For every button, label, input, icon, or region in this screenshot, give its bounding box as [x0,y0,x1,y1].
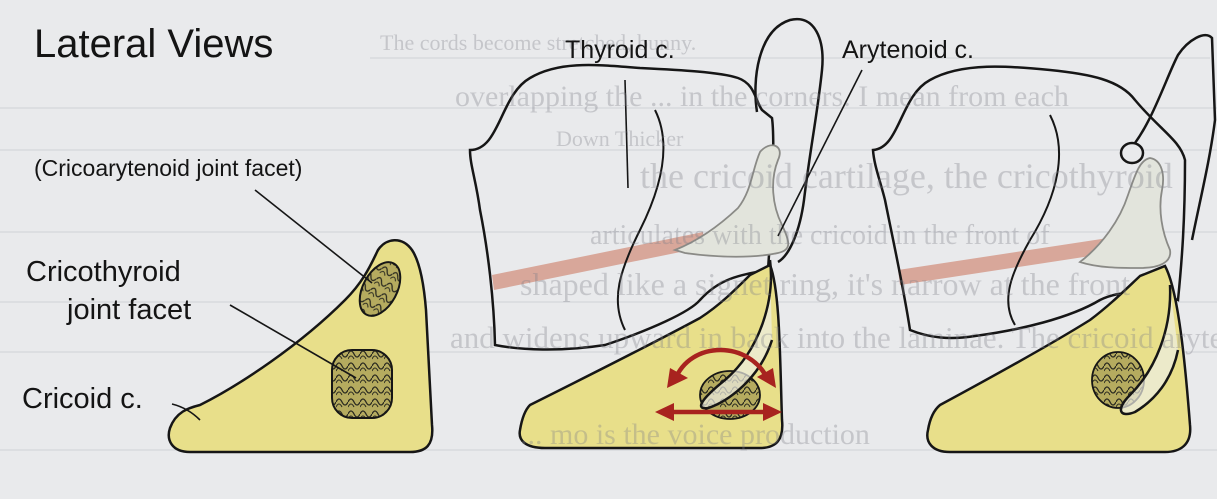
bleedthrough-text-4: the cricoid cartilage, the cricothyroid [640,158,1173,194]
bleedthrough-text-8: ... mo is the voice production [520,420,870,450]
label-arytenoid-cartilage: Arytenoid c. [842,38,974,63]
label-cricoid-cartilage: Cricoid c. [22,385,143,414]
label-thyroid-cartilage: Thyroid c. [565,38,675,63]
label-cricoarytenoid-facet: (Cricoarytenoid joint facet) [34,157,302,180]
cricothyroid-facet-shape [332,350,392,418]
bleedthrough-text-3: Down Thicker [556,128,683,150]
label-cricothyroid-facet-line2: joint facet [67,296,191,325]
cricoarytenoid-leader [255,190,372,283]
figure-title: Lateral Views [34,24,273,64]
bleedthrough-text-6: shaped like a signet ring, it's narrow a… [520,268,1130,300]
bleedthrough-text-7: and widens upward in back into the lamin… [450,322,1217,353]
label-cricothyroid-facet-line1: Cricothyroid [26,258,181,287]
cricoid-cartilage-panel-1 [169,190,432,452]
bleedthrough-text-2: overlapping the ... in the corners. I me… [455,82,1069,112]
bleedthrough-text-5: articulates with the cricoid in the fron… [590,222,1050,250]
